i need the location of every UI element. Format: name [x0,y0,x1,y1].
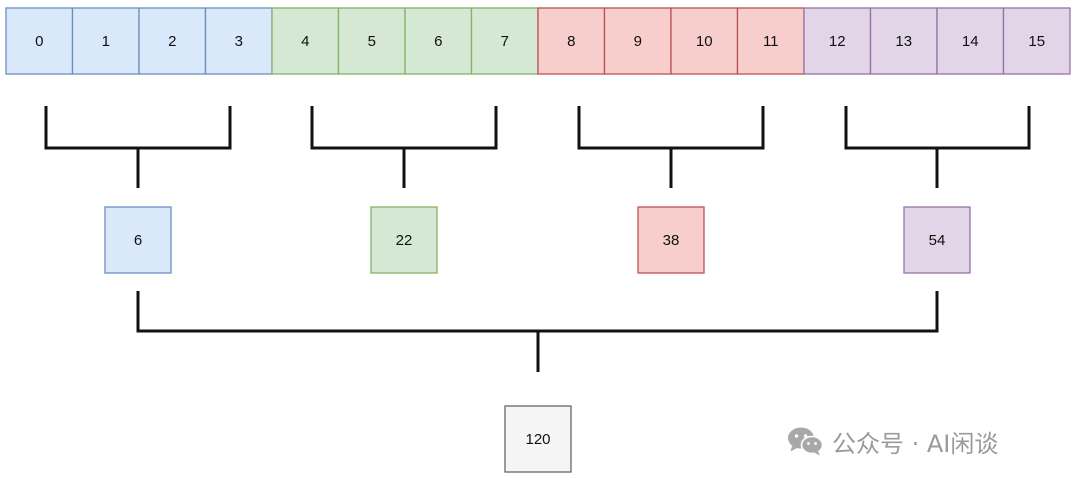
array-cell-label: 1 [102,33,110,50]
array-cell-box [71,7,140,75]
array-cell-10: 10 [670,7,739,75]
array-cell-label: 7 [501,33,509,50]
total-box [504,405,572,473]
array-cell-label: 10 [696,33,713,50]
array-cell-6: 6 [404,7,473,75]
total-label: 120 [525,431,550,448]
partial-sum-box [104,206,172,274]
array-cell-0: 0 [5,7,74,75]
brackets [44,106,1031,372]
partial-sum-label: 54 [929,232,946,249]
array-cell-label: 11 [763,33,779,50]
partial-sum-label: 38 [663,232,680,249]
array-cell-box [537,7,606,75]
array-cell-3: 3 [204,7,273,75]
partial-sum-label: 6 [134,232,142,249]
array-cell-7: 7 [470,7,539,75]
array-cell-12: 12 [803,7,872,75]
array-cell-box [803,7,872,75]
array-cell-box [736,7,805,75]
array-cell-label: 6 [434,33,442,50]
array-cell-label: 2 [168,33,176,50]
array-cell-box [1002,7,1071,75]
array-cell-box [470,7,539,75]
array-cell-label: 3 [235,33,243,50]
array-cell-label: 8 [567,33,575,50]
array-cell-5: 5 [337,7,406,75]
total-bracket [136,291,939,372]
wechat-icon [788,427,824,456]
group-bracket-2 [310,106,498,188]
array-cell-label: 5 [368,33,376,50]
partial-sum-22: 22 [370,206,438,274]
array-cell-11: 11 [736,7,805,75]
array-cell-label: 12 [829,33,846,50]
watermark: 公众号 · AI闲谈 [786,424,998,458]
array-cell-box [869,7,938,75]
partial-sum-box [903,206,971,274]
array-cell-2: 2 [138,7,207,75]
array-cell-8: 8 [537,7,606,75]
partial-sum-54: 54 [903,206,971,274]
array-cell-label: 0 [35,33,43,50]
array-cell-15: 15 [1002,7,1071,75]
array-cell-box [5,7,74,75]
total-sum: 120 [504,405,572,473]
group-bracket-3 [577,106,765,188]
array-cell-label: 15 [1028,33,1045,50]
partial-sum-box [637,206,705,274]
watermark-text: 公众号 · AI闲谈 [832,429,999,458]
array-cell-box [271,7,340,75]
partial-sum-38: 38 [637,206,705,274]
group-bracket-1 [44,106,232,188]
array-cell-1: 1 [71,7,140,75]
array-cell-label: 4 [301,33,309,50]
array-cell-4: 4 [271,7,340,75]
group-bracket-4 [844,106,1031,188]
array-cell-box [603,7,672,75]
partial-sums-row: 6 22 38 54 [104,206,971,274]
array-cell-label: 13 [895,33,912,50]
array-cell-label: 9 [634,33,642,50]
array-cell-box [138,7,207,75]
partial-sum-box [370,206,438,274]
array-cell-box [404,7,473,75]
array-cell-label: 14 [962,33,979,50]
array-cell-9: 9 [603,7,672,75]
partial-sum-label: 22 [396,232,413,249]
array-cell-13: 13 [869,7,938,75]
array-cell-14: 14 [936,7,1005,75]
partial-sum-6: 6 [104,206,172,274]
array-cell-box [337,7,406,75]
